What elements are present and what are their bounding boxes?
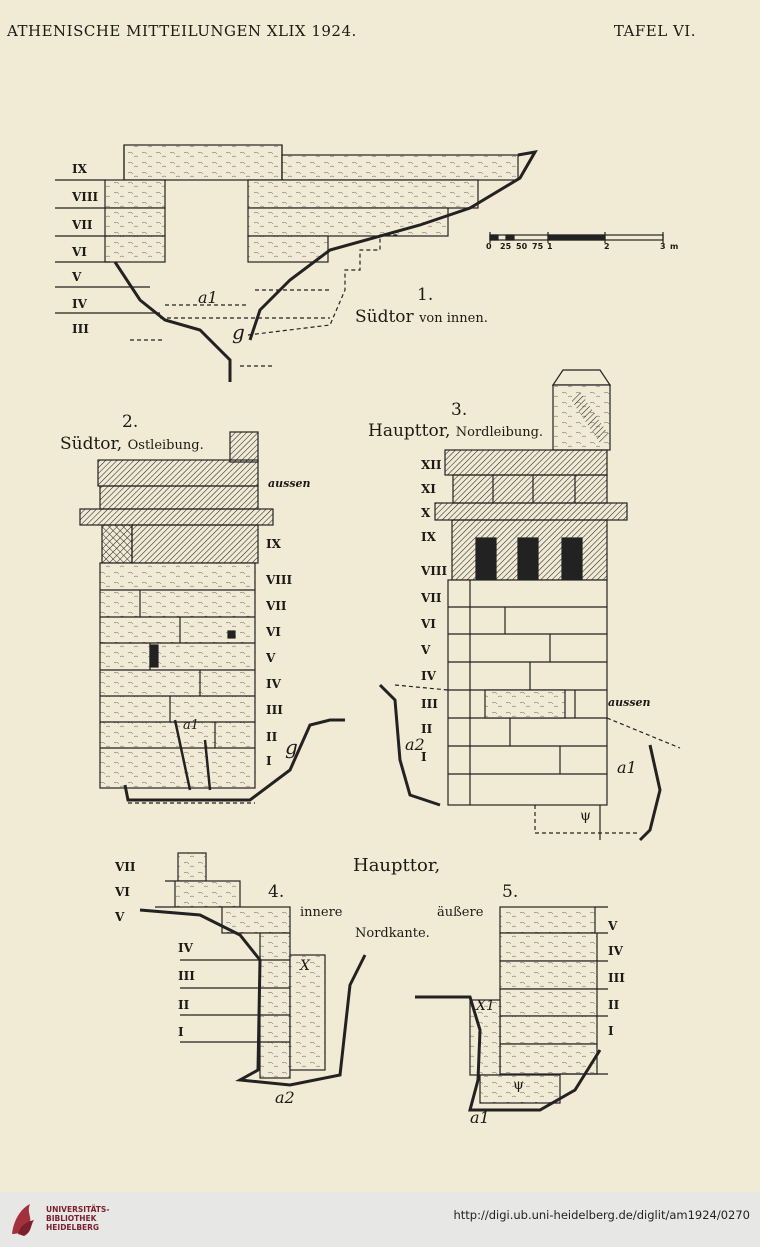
fig4-mark-a2: a2: [275, 1088, 295, 1107]
library-name-line-3: HEIDELBERG: [46, 1223, 100, 1232]
fig3-course-8: VIII: [421, 564, 448, 578]
digitization-footer: UNIVERSITÄTS- BIBLIOTHEK HEIDELBERG http…: [0, 1192, 760, 1247]
fig5-number: 5.: [502, 882, 519, 902]
fig1-course-4: IV: [72, 297, 87, 311]
fig2-course-3: III: [266, 703, 283, 717]
fig5-outer-label: äußere: [437, 905, 484, 920]
fig2-title: Südtor, Ostleibung.: [60, 434, 204, 454]
fig4-inner-label: innere: [300, 905, 343, 920]
fig2-course-5: V: [266, 651, 276, 665]
fig1-subtitle: von innen.: [419, 311, 488, 326]
scale-25: 25: [500, 242, 512, 251]
scale-3: 3: [660, 242, 666, 251]
fig2-course-8: VIII: [266, 573, 293, 587]
fig2-course-2: II: [266, 730, 278, 744]
fig3-title-main: Haupttor,: [368, 421, 451, 441]
fig2-course-4: IV: [266, 677, 281, 691]
fig5-course-2: II: [608, 998, 620, 1012]
fig1-course-5: V: [72, 270, 82, 284]
fig1-course-6: VI: [72, 245, 87, 259]
fig3-course-9: IX: [421, 530, 436, 544]
fig3-course-6: VI: [421, 617, 436, 631]
fig1-course-7: VII: [72, 218, 93, 232]
scale-75: 75: [532, 242, 544, 251]
fig2-subtitle: Ostleibung.: [127, 438, 204, 453]
fig3-course-7: VII: [421, 591, 442, 605]
figure-3-drawing: [378, 369, 681, 842]
fig4-number: 4.: [268, 882, 285, 902]
fig5-mark-a1: a1: [470, 1108, 490, 1127]
fig1-mark-g: g: [232, 320, 245, 344]
fig3-course-5: V: [421, 643, 431, 657]
fig2-course-1: I: [266, 754, 272, 768]
fig5-course-4: IV: [608, 944, 623, 958]
fig4-course-1: I: [178, 1025, 184, 1039]
scale-0: 0: [486, 242, 492, 251]
fig4-course-4: IV: [178, 941, 193, 955]
scale-2: 2: [604, 242, 610, 251]
fig4-course-6: VI: [115, 885, 130, 899]
scale-unit: m: [670, 242, 679, 251]
fig3-mark-a2: a2: [405, 735, 425, 754]
fig5-mark-psi: ψ: [513, 1077, 524, 1093]
fig3-mark-psi: ψ: [580, 808, 591, 824]
fig2-aussen: aussen: [268, 477, 311, 490]
fig3-course-3: III: [421, 697, 438, 711]
fig4-course-3: III: [178, 969, 195, 983]
figure-5-drawing: [415, 906, 608, 1112]
plate-number: TAFEL VI.: [613, 22, 696, 40]
library-name: UNIVERSITÄTS- BIBLIOTHEK HEIDELBERG: [46, 1205, 109, 1232]
fig3-course-11: XI: [421, 482, 436, 496]
fig3-number: 3.: [451, 400, 468, 420]
fig4-course-7: VII: [115, 860, 136, 874]
fig3-course-2: II: [421, 722, 433, 736]
fig1-course-3: III: [72, 322, 89, 336]
fig3-mark-a1: a1: [617, 758, 637, 777]
fig1-title: Südtor von innen.: [355, 307, 488, 327]
fig2-course-9: IX: [266, 537, 281, 551]
fig1-number: 1.: [417, 285, 434, 305]
fig1-course-9: IX: [72, 162, 87, 176]
journal-header: ATHENISCHE MITTEILUNGEN XLIX 1924.: [7, 22, 357, 40]
plate-page: ATHENISCHE MITTEILUNGEN XLIX 1924. TAFEL…: [7, 22, 696, 1127]
fig1-mark-a1: a1: [198, 288, 218, 307]
fig1-course-8: VIII: [72, 190, 99, 204]
fig2-title-main: Südtor,: [60, 434, 123, 454]
fig2-mark-g: g: [285, 735, 298, 759]
fig3-course-4: IV: [421, 669, 436, 683]
library-name-line-2: BIBLIOTHEK: [46, 1214, 97, 1223]
scale-50: 50: [516, 242, 528, 251]
fig3-aussen: aussen: [608, 696, 651, 709]
fig3-title: Haupttor, Nordleibung.: [368, 421, 543, 441]
fig2-course-6: VI: [266, 625, 281, 639]
library-name-line-1: UNIVERSITÄTS-: [46, 1205, 110, 1214]
fig5-mark-x1: X1: [476, 998, 495, 1014]
plate-drawings: [55, 144, 681, 1112]
fig4-mark-x: X: [300, 958, 310, 974]
fig45-edge-label: Nordkante.: [355, 926, 430, 941]
fig2-mark-a1: a1: [183, 718, 200, 733]
scale-1: 1: [547, 242, 553, 251]
fig3-subtitle: Nordleibung.: [455, 425, 544, 440]
figure-1-drawing: [55, 144, 664, 382]
fig3-course-1: I: [421, 750, 427, 764]
fig5-course-1: I: [608, 1024, 614, 1038]
fig2-course-7: VII: [266, 599, 287, 613]
fig45-title: Haupttor,: [353, 855, 441, 876]
fig4-course-2: II: [178, 998, 190, 1012]
digital-copy-link[interactable]: http://digi.ub.uni-heidelberg.de/diglit/…: [453, 1208, 750, 1222]
fig1-title-main: Südtor: [355, 307, 414, 327]
fig5-course-3: III: [608, 971, 625, 985]
figure-2-drawing: [79, 431, 345, 804]
fig4-course-5: V: [115, 910, 125, 924]
fig3-course-12: XII: [421, 458, 442, 472]
fig5-course-5: V: [608, 919, 618, 933]
figure-4-drawing: [139, 852, 367, 1087]
fig3-course-10: X: [421, 506, 431, 520]
fig2-number: 2.: [122, 412, 139, 432]
university-library-logo-icon[interactable]: [8, 1200, 40, 1240]
